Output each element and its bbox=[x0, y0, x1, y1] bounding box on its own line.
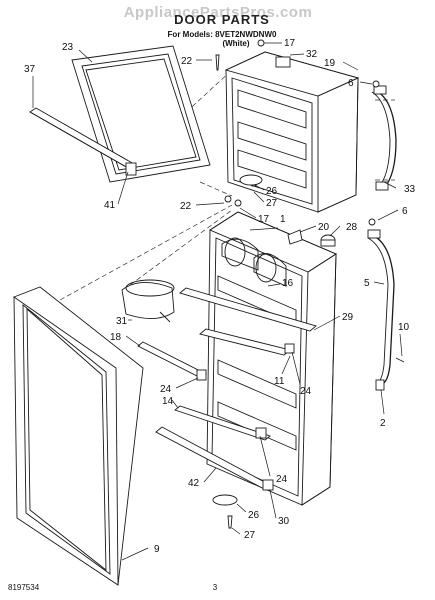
freezer-handle bbox=[371, 85, 397, 191]
watermark-text: AppliancePartsPros.com bbox=[124, 4, 313, 21]
callout-label: 24 bbox=[276, 474, 288, 485]
callout-label: 16 bbox=[282, 278, 294, 289]
callout-label: 24 bbox=[300, 386, 312, 397]
callout-label: 30 bbox=[278, 516, 290, 527]
callout-label: 22 bbox=[181, 56, 193, 67]
door-shelf-bars bbox=[179, 287, 317, 356]
callout-label: 14 bbox=[162, 396, 174, 407]
callout-label: 1 bbox=[280, 214, 286, 225]
hinge-parts bbox=[212, 174, 263, 506]
fresh-food-handle bbox=[367, 229, 405, 391]
callout-label: 20 bbox=[318, 222, 330, 233]
freezer-breaker-strip bbox=[29, 107, 137, 176]
lower-shelf-bars bbox=[137, 341, 274, 491]
fresh-food-door-gasket bbox=[13, 286, 144, 586]
callout-label: 24 bbox=[160, 384, 172, 395]
callout-label: 17 bbox=[284, 38, 296, 49]
callout-label: 6 bbox=[402, 206, 408, 217]
callout-label: 18 bbox=[110, 332, 122, 343]
callout-label: 26 bbox=[248, 510, 260, 521]
freezer-door bbox=[224, 51, 360, 213]
callout-label: 9 bbox=[154, 544, 160, 555]
callout-labels: 23 17 32 22 19 37 6 26 27 41 33 22 17 1 … bbox=[24, 38, 416, 555]
callout-label: 5 bbox=[364, 278, 370, 289]
callout-label: 10 bbox=[398, 322, 410, 333]
model-line: For Models: 8VET2NWDNW0 bbox=[168, 30, 277, 39]
callout-label: 6 bbox=[348, 78, 354, 89]
leader-lines bbox=[32, 42, 403, 561]
callout-label: 22 bbox=[180, 201, 192, 212]
page-number: 3 bbox=[213, 583, 218, 592]
callout-label: 41 bbox=[104, 200, 116, 211]
callout-label: 11 bbox=[274, 376, 285, 387]
callout-label: 28 bbox=[346, 222, 358, 233]
callout-label: 19 bbox=[324, 58, 336, 69]
callout-label: 42 bbox=[188, 478, 200, 489]
callout-label: 31 bbox=[116, 316, 128, 327]
callout-label: 29 bbox=[342, 312, 354, 323]
callout-label: 27 bbox=[244, 530, 256, 541]
butter-compartment bbox=[121, 279, 175, 323]
callout-label: 2 bbox=[380, 418, 386, 429]
document-number: 8197534 bbox=[8, 583, 40, 592]
callout-label: 26 bbox=[266, 186, 278, 197]
callout-label: 32 bbox=[306, 49, 318, 60]
callout-label: 23 bbox=[62, 42, 74, 53]
callout-label: 33 bbox=[404, 184, 416, 195]
callout-label: 17 bbox=[258, 214, 270, 225]
trim-pieces bbox=[287, 229, 336, 247]
color-line: (White) bbox=[222, 39, 249, 48]
callout-label: 37 bbox=[24, 64, 36, 75]
callout-label: 27 bbox=[266, 198, 278, 209]
diagram-title: DOOR PARTS bbox=[174, 12, 270, 27]
